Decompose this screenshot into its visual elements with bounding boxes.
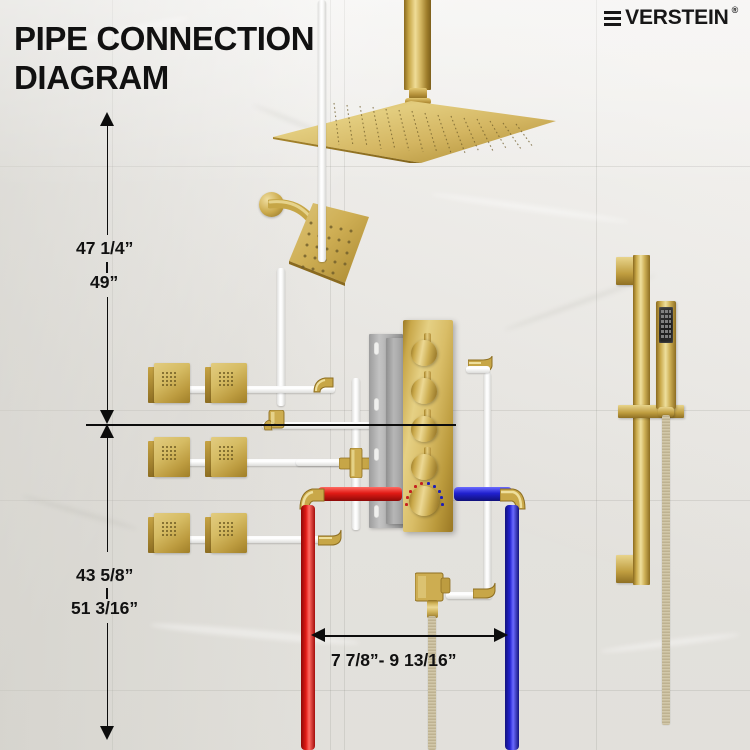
valve-handle-2[interactable] (411, 371, 437, 404)
arrow-up-icon-upper (100, 112, 114, 126)
valve-body-block (386, 338, 408, 524)
hand-shower-slide-bar-set (606, 255, 726, 725)
slide-bar-rail (633, 255, 650, 585)
body-jet-row2-left (148, 437, 192, 481)
dimension-label-upper-secondary: 49” (90, 272, 119, 292)
ceiling-shower-arm (404, 0, 431, 90)
logo-e-bars-icon (604, 6, 622, 27)
dimension-tick-lower (106, 588, 108, 599)
hand-shower-wand-face (659, 307, 673, 343)
ceiling-arm-collar (405, 98, 431, 105)
arrow-down-icon-lower (100, 726, 114, 740)
page-title: PIPE CONNECTION DIAGRAM (14, 20, 315, 96)
dimension-label-lower-secondary: 51 3/16” (71, 598, 139, 618)
jet-pipe-row2 (175, 459, 355, 466)
cross-fitting-row2 (338, 447, 374, 479)
tee-fitting-wall-shower (262, 409, 290, 438)
wall-shower-head (289, 203, 369, 288)
elbow-fitting-row3 (317, 528, 344, 550)
bracket-slot-2 (374, 398, 379, 411)
dimension-label-horizontal: 7 7/8”- 9 13/16” (331, 650, 457, 670)
reference-line-mid (86, 424, 456, 426)
supply-pipe-right-drop (484, 372, 491, 594)
dimension-line-upper-top (106, 125, 109, 235)
body-jet-row3-left (148, 513, 192, 557)
elbow-fitting-lower-right (472, 582, 499, 604)
dimension-line-lower-bottom (106, 623, 109, 728)
body-jet-row3-right (205, 513, 249, 557)
slide-bar-bracket-bottom (616, 555, 636, 583)
cold-supply-pipe-horizontal (454, 487, 512, 501)
jet-pipe-row1 (175, 386, 335, 393)
valve-handle-3[interactable] (411, 409, 437, 442)
hot-supply-pipe-horizontal (318, 487, 402, 501)
elbow-fitting-row1 (311, 372, 335, 396)
slide-bar-bracket-top (616, 257, 636, 285)
jet-pipe-row3 (175, 536, 335, 543)
registered-trademark-icon: ® (731, 5, 739, 15)
supply-pipe-ceiling-vertical (318, 0, 326, 262)
valve-handle-4[interactable] (411, 447, 437, 480)
arrow-up-icon-lower (100, 424, 114, 438)
ceiling-rainfall-shower-head (273, 101, 556, 165)
hot-supply-pipe-vertical (301, 505, 315, 750)
arrow-left-icon-horizontal (311, 628, 325, 642)
dimension-label-lower-primary: 43 5/8” (76, 565, 134, 585)
dimension-tick-upper (106, 262, 108, 273)
arrow-right-icon-horizontal (494, 628, 508, 642)
bracket-slot-1 (374, 342, 379, 355)
brand-name: VERSTEIN (625, 6, 729, 29)
wall-supply-outlet-elbow (414, 571, 451, 605)
hand-shower-hose-lower (428, 616, 436, 750)
ceiling-arm-connector (409, 88, 427, 99)
dimension-label-upper-primary: 47 1/4” (76, 238, 134, 258)
dimension-line-lower-top (106, 437, 109, 552)
temperature-scale-marks (404, 481, 444, 521)
cold-supply-pipe-vertical (505, 505, 519, 750)
dimension-line-upper-bottom (106, 297, 109, 412)
body-jet-row1-right (205, 363, 249, 407)
supply-pipe-outlet-run (446, 592, 492, 599)
brand-logo: VERSTEIN ® (604, 6, 738, 30)
thermostatic-temperature-dial[interactable] (409, 486, 439, 516)
body-jet-row1-left (148, 363, 192, 407)
outlet-hose-stub (427, 600, 438, 618)
dimension-line-horizontal (322, 635, 502, 637)
arrow-down-icon-upper (100, 410, 114, 424)
hand-shower-hose-connector (658, 407, 674, 417)
bracket-slot-4 (374, 505, 379, 518)
supply-pipe-hose-outlet-horizontal (466, 366, 490, 373)
valve-feed-pipe-mid (296, 459, 376, 466)
body-jet-row2-right (205, 437, 249, 481)
valve-handle-1[interactable] (411, 333, 437, 366)
supply-pipe-wall-shower-drop (277, 268, 285, 406)
bracket-slot-3 (374, 448, 379, 461)
hand-shower-hose-upper (662, 415, 670, 725)
